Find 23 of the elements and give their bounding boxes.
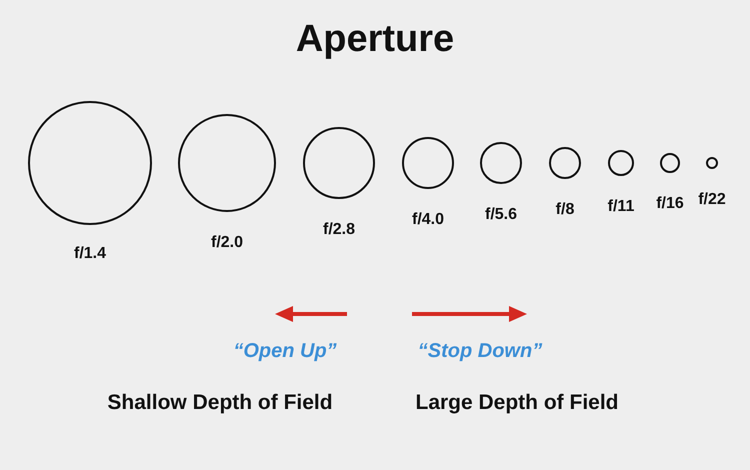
- f-number-label: f/22: [698, 191, 726, 209]
- f-number-label: f/2.8: [323, 221, 355, 239]
- quote-text: “Stop Down”: [418, 340, 542, 363]
- f-number-label: f/16: [656, 195, 684, 213]
- f-number-label: f/5.6: [485, 206, 517, 224]
- f-number-label: f/4.0: [412, 211, 444, 229]
- aperture-circle: [480, 142, 522, 184]
- f-number-label: f/8: [556, 201, 574, 219]
- aperture-circle: [402, 137, 454, 189]
- aperture-circle: [303, 127, 375, 199]
- f-number-label: f/1.4: [74, 245, 106, 263]
- title: Aperture: [294, 18, 456, 61]
- aperture-circle: [28, 101, 152, 225]
- aperture-circle: [706, 157, 718, 169]
- caption-text: Shallow Depth of Field: [107, 391, 333, 415]
- f-number-label: f/2.0: [211, 234, 243, 252]
- f-number-label: f/11: [608, 198, 634, 216]
- aperture-circle: [608, 150, 634, 176]
- aperture-circle: [178, 114, 276, 212]
- quote-text: “Open Up”: [233, 340, 337, 363]
- aperture-circle: [660, 153, 680, 173]
- caption-text: Large Depth of Field: [416, 391, 618, 415]
- aperture-circle: [549, 147, 581, 179]
